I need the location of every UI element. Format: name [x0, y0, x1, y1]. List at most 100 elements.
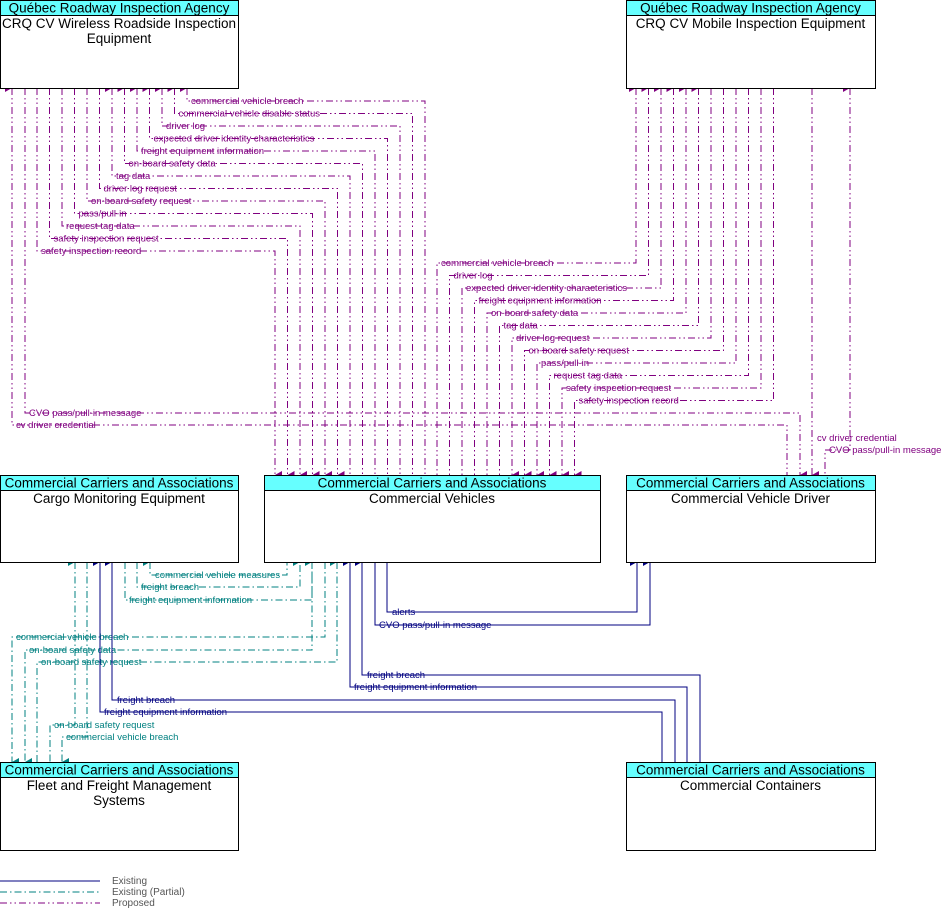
- legend: Existing Existing (Partial) Proposed: [0, 876, 185, 909]
- flow-line: [343, 558, 688, 762]
- node-header: [626, 0, 876, 16]
- flow-line: [574, 88, 774, 479]
- flow-freight-equipment-information: freight equipment information: [130, 84, 376, 475]
- flow-label: commercial vehicle disable status: [179, 109, 321, 120]
- flow-label: freight breach: [117, 695, 175, 706]
- flow-line: [136, 558, 301, 588]
- flow-on-board-safety-data: on-board safety data: [117, 84, 363, 475]
- node-owner-label: Québec Roadway Inspection Agency: [9, 1, 230, 16]
- flow-label: on-board safety request: [41, 657, 142, 668]
- node-owner-label: Commercial Carriers and Associations: [5, 476, 234, 491]
- flow-on-board-safety-request: on-board safety request: [36, 558, 338, 762]
- flow-on-board-safety-request: on-board safety request: [49, 558, 155, 762]
- flow-line: [49, 558, 76, 762]
- flow-label: CVO pass/pull-in message: [29, 408, 141, 419]
- flow-freight-breach: freight breach: [105, 558, 676, 762]
- node-name-label: Equipment: [87, 31, 152, 46]
- flow-driver-log-request: driver log request: [99, 88, 345, 479]
- node-name-label: Commercial Containers: [680, 778, 821, 793]
- flow-request-tag-data: request tag data: [61, 88, 307, 479]
- flow-line: [61, 562, 88, 766]
- flow-line: [105, 84, 351, 475]
- flow-on-board-safety-request: on-board safety request: [86, 88, 332, 479]
- flow-on-board-safety-data: on-board safety data: [24, 562, 313, 766]
- node-cargo: Commercial Carriers and AssociationsCarg…: [0, 475, 239, 563]
- flow-commercial-vehicle-breach: commercial vehicle breach: [180, 84, 426, 475]
- flow-label: freight equipment information: [141, 146, 264, 157]
- flow-label: request tag data: [66, 221, 135, 232]
- flow-line: [180, 84, 426, 475]
- flow-label: expected driver identity characteristics: [154, 134, 315, 145]
- flow-expected-driver-identity-characteristics: expected driver identity characteristics: [461, 84, 662, 475]
- flow-line: [536, 88, 737, 479]
- flow-line: [93, 558, 663, 762]
- flow-line: [36, 558, 338, 762]
- node-name-label: Commercial Vehicle Driver: [671, 491, 831, 506]
- flow-label: request tag data: [554, 371, 623, 382]
- flow-cvo-pass-pull-in-message: CVO pass/pull-in message: [374, 558, 651, 631]
- flow-freight-breach: freight breach: [136, 558, 301, 593]
- flow-expected-driver-identity-characteristics: expected driver identity characteristics: [142, 84, 388, 475]
- flow-label: on-board safety request: [54, 720, 155, 731]
- flow-line: [155, 84, 401, 475]
- flow-label: on-board safety request: [91, 196, 192, 207]
- flow-label: safety inspection request: [54, 234, 159, 245]
- flow-freight-equipment-information: freight equipment information: [343, 558, 688, 762]
- flow-safety-inspection-request: safety inspection request: [49, 88, 295, 479]
- flow-line: [86, 88, 332, 479]
- node-owner-label: Commercial Carriers and Associations: [636, 763, 865, 778]
- flow-line: [449, 84, 649, 475]
- flow-tag-data: tag data: [105, 84, 351, 475]
- flow-label: safety inspection record: [41, 246, 141, 257]
- legend-partial-label: Existing (Partial): [112, 887, 185, 898]
- node-header: [0, 762, 239, 778]
- flow-driver-log: driver log: [155, 84, 401, 475]
- flow-line: [36, 88, 282, 479]
- flow-label: driver log request: [516, 333, 590, 344]
- flow-label: freight equipment information: [104, 707, 227, 718]
- flow-label: on-board safety request: [529, 346, 630, 357]
- flow-line: [386, 558, 638, 613]
- node-containers: Commercial Carriers and AssociationsComm…: [626, 762, 876, 851]
- flow-cvo-pass-pull-in-message: CVO pass/pull-in message: [24, 88, 807, 479]
- flow-label: cv driver credential: [16, 420, 96, 431]
- flow-line: [49, 88, 295, 479]
- node-owner-label: Québec Roadway Inspection Agency: [640, 1, 861, 16]
- flow-line: [142, 84, 388, 475]
- flow-line: [374, 558, 651, 626]
- node-owner-label: Commercial Carriers and Associations: [636, 476, 865, 491]
- node-name-label: Fleet and Freight Management: [27, 778, 212, 793]
- flow-label: freight equipment information: [479, 296, 602, 307]
- node-header: [626, 762, 876, 778]
- flow-line: [355, 558, 701, 762]
- legend-existing-label: Existing: [112, 876, 147, 887]
- flow-driver-log-request: driver log request: [511, 88, 712, 479]
- flow-line: [4, 84, 788, 475]
- node-header: [0, 475, 239, 491]
- flow-freight-equipment-information: freight equipment information: [474, 84, 674, 475]
- flow-label: alerts: [392, 607, 415, 618]
- flow-line: [167, 84, 413, 475]
- flow-freight-equipment-information: freight equipment information: [93, 558, 663, 762]
- flow-line: [24, 562, 313, 766]
- flow-tag-data: tag data: [499, 84, 699, 475]
- flow-line: [461, 84, 662, 475]
- flow-label: freight equipment information: [354, 682, 477, 693]
- flow-line: [824, 84, 851, 475]
- flow-cv-driver-credential: cv driver credential: [811, 88, 897, 479]
- flow-line: [511, 88, 712, 479]
- node-header: [264, 475, 601, 491]
- flow-label: on-board safety data: [129, 159, 217, 170]
- node-fleet: Commercial Carriers and AssociationsFlee…: [0, 762, 239, 851]
- node-header: [0, 0, 239, 16]
- flow-label: on-board safety data: [491, 308, 579, 319]
- flow-driver-log: driver log: [449, 84, 649, 475]
- flow-commercial-vehicle-breach: commercial vehicle breach: [61, 562, 178, 766]
- flow-line: [117, 84, 363, 475]
- flow-safety-inspection-request: safety inspection request: [561, 88, 762, 479]
- flow-freight-breach: freight breach: [355, 558, 701, 762]
